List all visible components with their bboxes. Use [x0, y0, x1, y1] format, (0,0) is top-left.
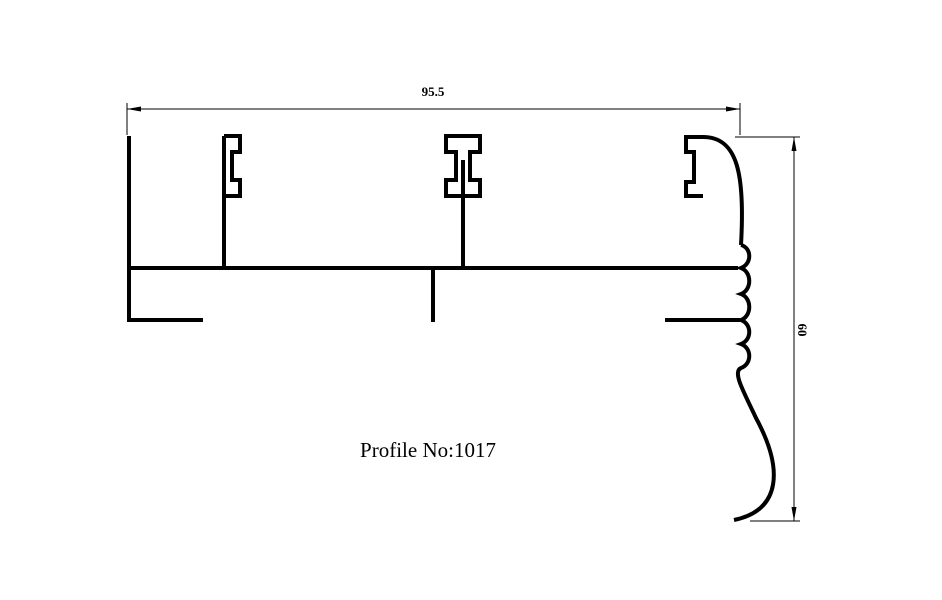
height-arrow-bottom [791, 507, 797, 521]
width-arrow-right [726, 106, 740, 112]
profile-caption: Profile No:1017 [360, 438, 496, 462]
right-nose-curve [702, 135, 745, 246]
width-dimension-label: 95.5 [422, 84, 445, 99]
width-arrow-left [127, 106, 141, 112]
height-arrow-top [791, 137, 797, 151]
left-wall [127, 136, 203, 322]
height-dimension: 60 [735, 136, 810, 522]
width-dimension: 95.5 [126, 84, 741, 135]
middle-clip [444, 134, 482, 198]
right-wavy-lip [733, 243, 776, 522]
right-hook-clip [684, 135, 703, 198]
height-dimension-label: 60 [795, 324, 810, 337]
profile-outline [127, 134, 776, 522]
left-clip [224, 134, 242, 198]
